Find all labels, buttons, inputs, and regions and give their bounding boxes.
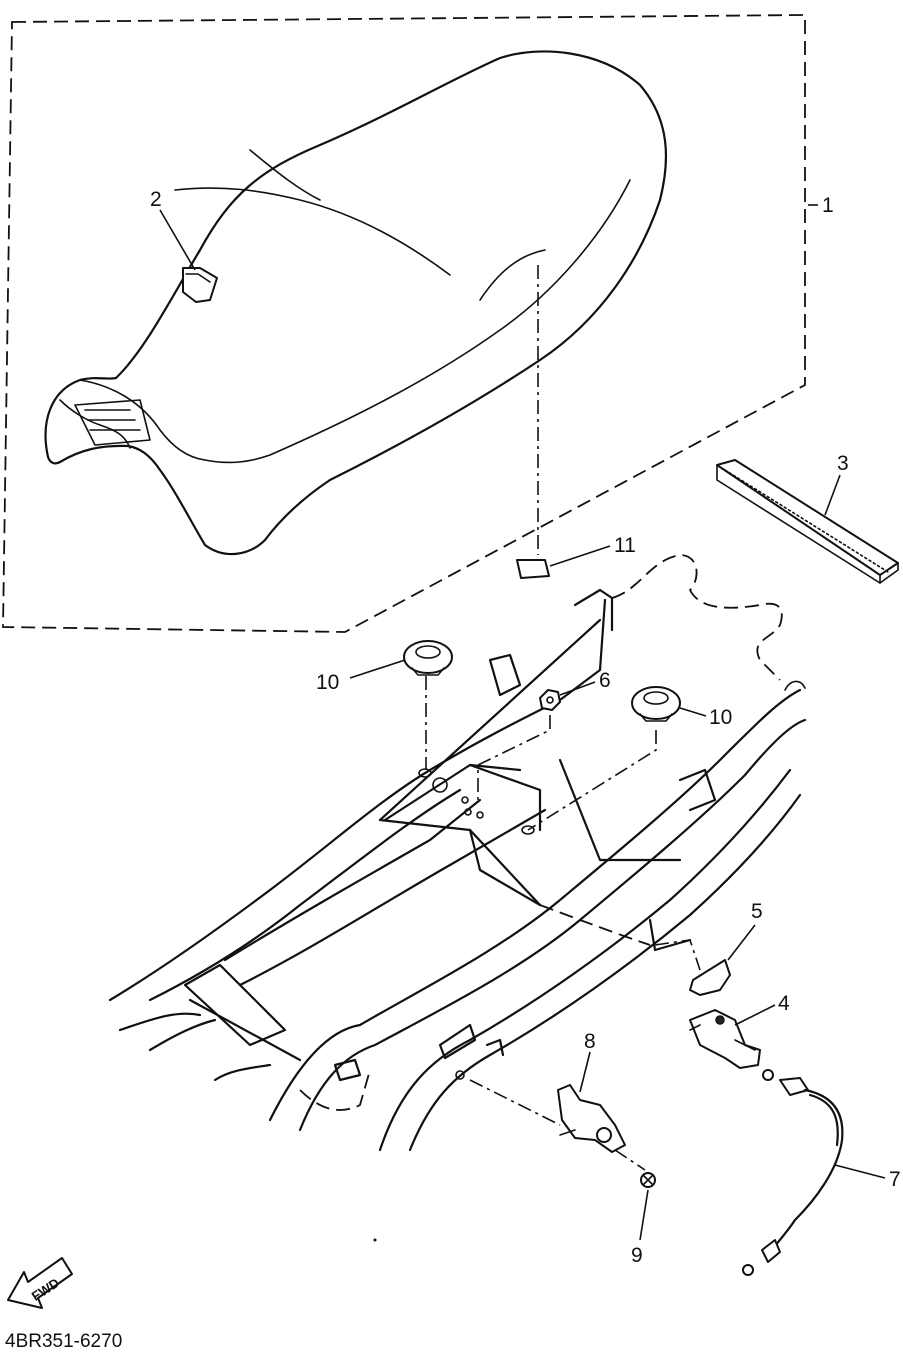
screw (640, 1172, 656, 1188)
seat-lock-cable (742, 1077, 844, 1276)
grommet-right (521, 686, 681, 835)
lock-bracket (689, 959, 731, 996)
callout-8: 8 (584, 1030, 596, 1053)
fwd-arrow-icon: FWD (7, 1257, 73, 1309)
callout-2: 2 (150, 188, 162, 211)
leader-3 (824, 474, 841, 516)
callout-3: 3 (837, 452, 849, 475)
callout-10a: 10 (316, 671, 339, 694)
leader-6 (559, 681, 596, 696)
callout-7: 7 (889, 1168, 901, 1191)
leader-7 (834, 1164, 886, 1179)
seat (44, 50, 668, 556)
callout-11: 11 (614, 534, 636, 557)
seat-assembly-boundary (2, 14, 806, 633)
callout-4: 4 (778, 992, 790, 1015)
drawing-code: 4BR351-6270 (5, 1331, 122, 1352)
nut (477, 689, 561, 800)
grommet-left (403, 640, 453, 778)
leader-10a (349, 659, 406, 679)
helmet-holder (469, 1079, 646, 1171)
callout-5: 5 (751, 900, 763, 923)
rear-frame (108, 554, 807, 1152)
callout-6: 6 (599, 669, 611, 692)
leader-11 (549, 545, 611, 567)
leader-9 (639, 1189, 649, 1241)
leader-8 (579, 1051, 591, 1093)
callout-9: 9 (631, 1244, 643, 1267)
leader-5 (727, 924, 756, 961)
damper-pad (516, 559, 550, 579)
seat-clip (182, 267, 218, 303)
leader-4 (734, 1004, 776, 1026)
leader-2 (159, 209, 196, 271)
callout-10b: 10 (709, 706, 732, 729)
callout-1: 1 (822, 194, 834, 217)
seal-strip (716, 459, 899, 584)
seat-lock (689, 1009, 774, 1081)
leader-10b (679, 707, 707, 717)
